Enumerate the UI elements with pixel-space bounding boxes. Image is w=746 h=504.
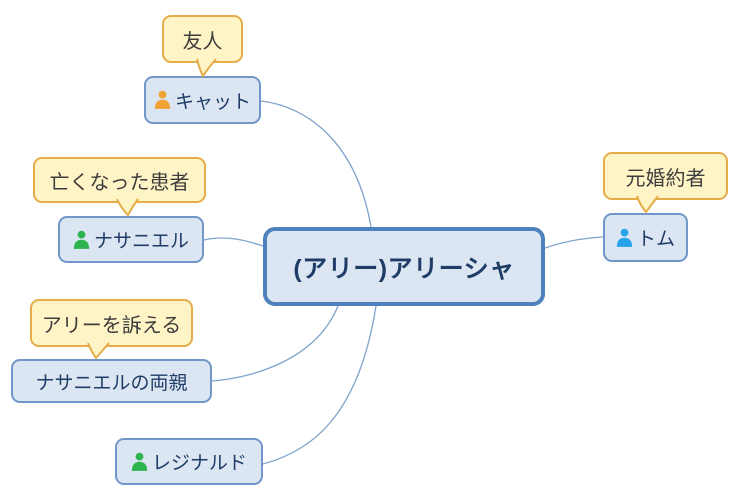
node-cat-label: キャット [174, 91, 251, 113]
node-central-alicia[interactable]: (アリー)アリーシャ [263, 227, 545, 306]
callout-sue-ally[interactable]: アリーを訴える [30, 299, 193, 347]
callout-sue-ally-label: アリーを訴える [41, 314, 182, 337]
node-central-alicia-label: (アリー)アリーシャ [293, 254, 515, 283]
callout-deceased-patient[interactable]: 亡くなった患者 [33, 157, 206, 203]
node-nathaniels-parents[interactable]: ナサニエルの両親 [11, 359, 212, 403]
person-icon [131, 452, 148, 471]
person-icon [154, 90, 171, 109]
node-nathaniel[interactable]: ナサニエル [58, 216, 204, 263]
node-tom-label: トム [636, 229, 675, 250]
connector-reginald-central [262, 305, 377, 465]
person-icon [616, 228, 633, 247]
node-nathaniels-parents-label: ナサニエルの両親 [35, 372, 188, 394]
callout-ex-fiance-label: 元婚約者 [625, 167, 706, 190]
callout-deceased-patient-label: 亡くなった患者 [49, 171, 190, 194]
node-reginald[interactable]: レジナルド [115, 438, 263, 485]
node-cat[interactable]: キャット [144, 76, 261, 124]
connector-cat-central [260, 100, 372, 228]
connector-tom-central [544, 236, 604, 249]
connector-nathaniel-central [203, 237, 264, 247]
node-tom[interactable]: トム [603, 213, 688, 262]
person-icon [73, 230, 90, 249]
connector-parents-central [211, 305, 339, 382]
callout-ex-fiance[interactable]: 元婚約者 [603, 152, 728, 200]
callout-friend-label: 友人 [182, 30, 223, 53]
callout-friend[interactable]: 友人 [162, 15, 243, 63]
node-reginald-label: レジナルド [151, 453, 247, 474]
node-nathaniel-label: ナサニエル [93, 231, 189, 252]
